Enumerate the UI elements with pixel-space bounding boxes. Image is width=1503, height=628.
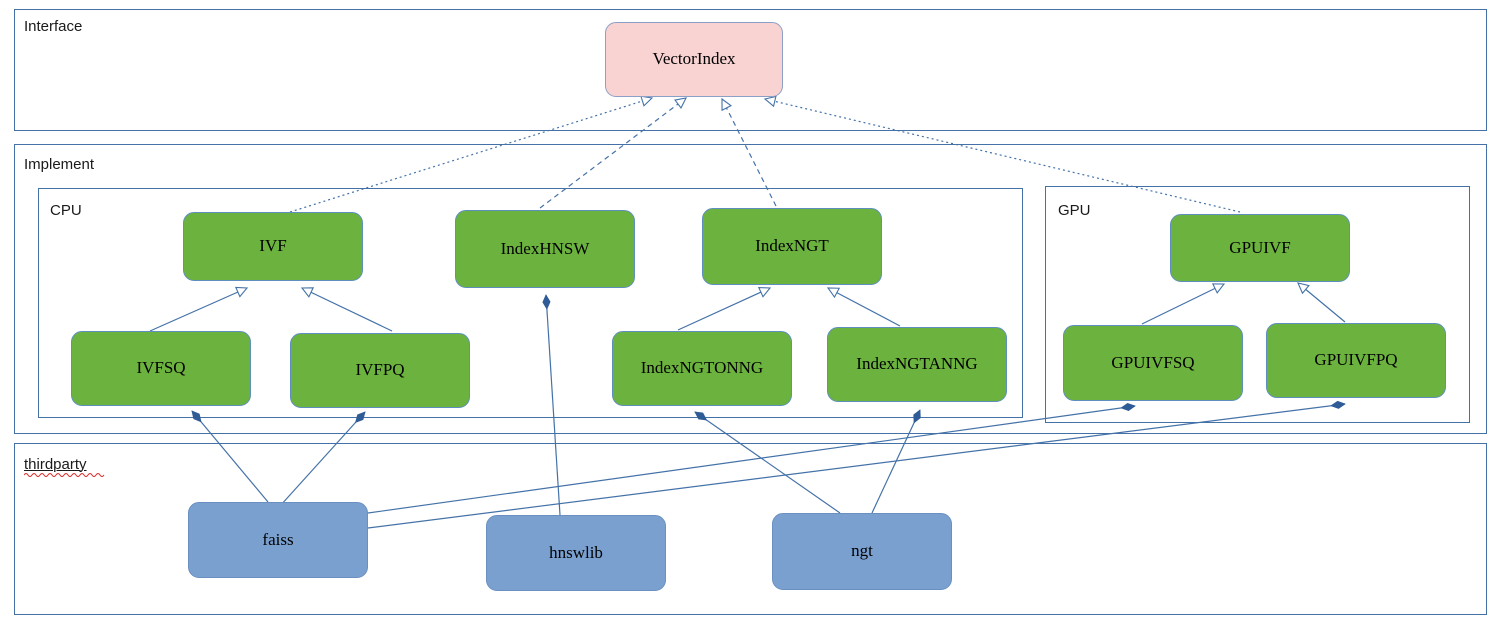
node-gpuivf[interactable]: GPUIVF — [1170, 214, 1350, 282]
node-indexhnsw[interactable]: IndexHNSW — [455, 210, 635, 288]
node-gpuivfsq[interactable]: GPUIVFSQ — [1063, 325, 1243, 401]
node-hnswlib[interactable]: hnswlib — [486, 515, 666, 591]
node-indexngtonng[interactable]: IndexNGTONNG — [612, 331, 792, 406]
node-vectorindex[interactable]: VectorIndex — [605, 22, 783, 97]
node-indexngtanng[interactable]: IndexNGTANNG — [827, 327, 1007, 402]
group-label-gpu: GPU — [1058, 202, 1091, 219]
group-label-interface: Interface — [24, 18, 83, 35]
group-label-implement: Implement — [24, 156, 95, 173]
group-label-cpu: CPU — [50, 202, 82, 219]
node-indexngt[interactable]: IndexNGT — [702, 208, 882, 285]
node-gpuivfpq[interactable]: GPUIVFPQ — [1266, 323, 1446, 398]
node-ivf[interactable]: IVF — [183, 212, 363, 281]
node-ivfsq[interactable]: IVFSQ — [71, 331, 251, 406]
node-faiss[interactable]: faiss — [188, 502, 368, 578]
node-ivfpq[interactable]: IVFPQ — [290, 333, 470, 408]
node-ngt[interactable]: ngt — [772, 513, 952, 590]
group-label-thirdparty: thirdparty — [24, 456, 87, 473]
